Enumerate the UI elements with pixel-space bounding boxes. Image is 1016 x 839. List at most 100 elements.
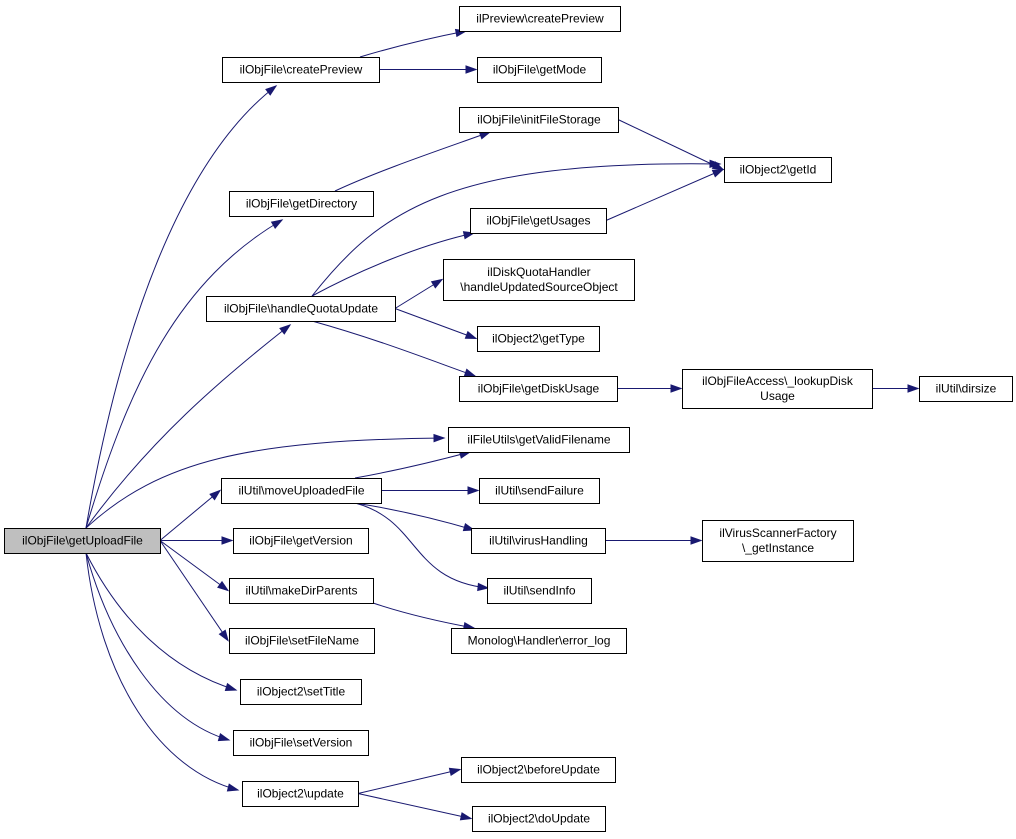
node-initFileStorage[interactable]: ilObjFile\initFileStorage <box>459 107 619 133</box>
edge-moveUploadedFile-to-sendInfo-arrowhead <box>477 582 490 592</box>
node-getVersion[interactable]: ilObjFile\getVersion <box>233 528 369 554</box>
node-label-errorLog: Monolog\Handler\error_log <box>468 634 611 648</box>
node-sendFailure[interactable]: ilUtil\sendFailure <box>479 478 600 504</box>
node-getId[interactable]: ilObject2\getId <box>724 157 832 183</box>
node-label-doUpdate: ilObject2\doUpdate <box>488 812 590 826</box>
node-box-errorLog[interactable] <box>451 628 627 654</box>
edge-getUploadFile-to-update-arrowhead <box>226 783 240 792</box>
edge-update-to-doUpdate-arrowhead <box>459 812 473 821</box>
edge-getUploadFile-to-setTitle <box>85 552 237 691</box>
node-box-doUpdate[interactable] <box>472 806 606 832</box>
node-box-getDiskUsage[interactable] <box>459 376 618 402</box>
edge-getUploadFile-to-moveUploadedFile <box>159 490 221 541</box>
edge-getUploadFile-to-setFileName <box>159 540 229 641</box>
node-box-sendInfo[interactable] <box>487 578 592 604</box>
edge-handleQuotaUpdate-to-handleUpdatedSourceObject-arrowhead <box>430 278 444 289</box>
node-update[interactable]: ilObject2\update <box>242 781 359 807</box>
node-label-dirsize: ilUtil\dirsize <box>936 382 997 396</box>
node-box-previewCreate[interactable] <box>459 6 621 32</box>
node-box-getDirectory[interactable] <box>229 191 374 217</box>
node-label-getUploadFile: ilObjFile\getUploadFile <box>22 534 143 548</box>
edge-getUploadFile-to-handleQuotaUpdate <box>85 324 291 529</box>
node-getUploadFile[interactable]: ilObjFile\getUploadFile <box>4 528 161 554</box>
node-setTitle[interactable]: ilObject2\setTitle <box>240 679 362 705</box>
node-box-initFileStorage[interactable] <box>459 107 619 133</box>
node-getDirectory[interactable]: ilObjFile\getDirectory <box>229 191 374 217</box>
node-label-getType: ilObject2\getType <box>492 332 585 346</box>
edge-lookupDiskUsage-to-dirsize-arrowhead <box>907 384 920 393</box>
node-getDiskUsage[interactable]: ilObjFile\getDiskUsage <box>459 376 618 402</box>
node-beforeUpdate[interactable]: ilObject2\beforeUpdate <box>461 757 616 783</box>
edge-update-to-beforeUpdate-arrowhead <box>448 767 462 776</box>
node-label-virusHandling: ilUtil\virusHandling <box>489 534 588 548</box>
node-label-initFileStorage: ilObjFile\initFileStorage <box>477 113 601 127</box>
node-box-handleQuotaUpdate[interactable] <box>206 296 396 322</box>
node-box-getValidFilename[interactable] <box>448 427 630 453</box>
edge-getUploadFile-to-getValidFilename <box>85 437 445 529</box>
node-handleQuotaUpdate[interactable]: ilObjFile\handleQuotaUpdate <box>206 296 396 322</box>
node-box-getUsages[interactable] <box>470 208 607 234</box>
node-label-getDiskUsage: ilObjFile\getDiskUsage <box>478 382 600 396</box>
node-label-getMode: ilObjFile\getMode <box>493 63 587 77</box>
node-box-dirsize[interactable] <box>919 376 1013 402</box>
edge-createPreview-to-previewCreate <box>359 30 467 58</box>
node-box-setTitle[interactable] <box>240 679 362 705</box>
node-getMode[interactable]: ilObjFile\getMode <box>477 57 602 83</box>
node-getInstance[interactable]: ilVirusScannerFactory\_getInstance <box>702 520 854 562</box>
node-box-moveUploadedFile[interactable] <box>221 478 382 504</box>
node-box-getVersion[interactable] <box>233 528 369 554</box>
node-box-handleUpdatedSourceObject[interactable] <box>443 259 635 301</box>
node-box-beforeUpdate[interactable] <box>461 757 616 783</box>
node-doUpdate[interactable]: ilObject2\doUpdate <box>472 806 606 832</box>
node-getType[interactable]: ilObject2\getType <box>477 326 600 352</box>
node-box-getInstance[interactable] <box>702 520 854 562</box>
edge-getUploadFile-to-update <box>85 552 239 791</box>
edge-handleQuotaUpdate-to-getUsages <box>311 232 475 297</box>
node-box-createPreview[interactable] <box>222 57 380 83</box>
edge-update-to-beforeUpdate <box>357 769 461 794</box>
node-box-sendFailure[interactable] <box>479 478 600 504</box>
node-box-getType[interactable] <box>477 326 600 352</box>
node-virusHandling[interactable]: ilUtil\virusHandling <box>471 528 606 554</box>
node-setVersion[interactable]: ilObjFile\setVersion <box>233 730 369 756</box>
node-box-makeDirParents[interactable] <box>229 578 374 604</box>
node-label-makeDirParents: ilUtil\makeDirParents <box>245 584 357 598</box>
nodes-layer: ilObjFile\getUploadFile ilObjFile\createP… <box>4 6 1013 832</box>
edge-getUploadFile-to-setFileName-arrowhead <box>218 629 229 642</box>
node-createPreview[interactable]: ilObjFile\createPreview <box>222 57 380 83</box>
edge-moveUploadedFile-to-sendFailure-arrowhead <box>467 486 480 495</box>
node-getValidFilename[interactable]: ilFileUtils\getValidFilename <box>448 427 630 453</box>
node-dirsize[interactable]: ilUtil\dirsize <box>919 376 1013 402</box>
edge-handleQuotaUpdate-to-getDiskUsage-arrowhead <box>463 368 477 377</box>
node-box-lookupDiskUsage[interactable] <box>682 369 873 409</box>
node-sendInfo[interactable]: ilUtil\sendInfo <box>487 578 592 604</box>
edge-handleQuotaUpdate-to-getType <box>394 308 477 339</box>
node-handleUpdatedSourceObject[interactable]: ilDiskQuotaHandler\handleUpdatedSourceOb… <box>443 259 635 301</box>
node-box-getUploadFile[interactable] <box>4 528 161 554</box>
node-label-getDirectory: ilObjFile\getDirectory <box>246 197 357 211</box>
edge-getUploadFile-to-handleQuotaUpdate-arrowhead <box>279 324 292 335</box>
node-label-getVersion: ilObjFile\getVersion <box>249 534 352 548</box>
node-previewCreate[interactable]: ilPreview\createPreview <box>459 6 621 32</box>
node-makeDirParents[interactable]: ilUtil\makeDirParents <box>229 578 374 604</box>
node-errorLog[interactable]: Monolog\Handler\error_log <box>451 628 627 654</box>
node-box-virusHandling[interactable] <box>471 528 606 554</box>
node-getUsages[interactable]: ilObjFile\getUsages <box>470 208 607 234</box>
node-box-getMode[interactable] <box>477 57 602 83</box>
node-box-setFileName[interactable] <box>229 628 375 654</box>
node-setFileName[interactable]: ilObjFile\setFileName <box>229 628 375 654</box>
node-box-getId[interactable] <box>724 157 832 183</box>
edges-layer <box>85 28 920 821</box>
node-label-handleQuotaUpdate: ilObjFile\handleQuotaUpdate <box>224 302 378 316</box>
edge-handleQuotaUpdate-to-getType-arrowhead <box>464 330 478 340</box>
node-box-update[interactable] <box>242 781 359 807</box>
node-moveUploadedFile[interactable]: ilUtil\moveUploadedFile <box>221 478 382 504</box>
node-label-getValidFilename: ilFileUtils\getValidFilename <box>467 433 610 447</box>
node-box-setVersion[interactable] <box>233 730 369 756</box>
edge-moveUploadedFile-to-sendInfo <box>354 502 489 589</box>
edge-getUploadFile-to-createPreview <box>85 85 277 529</box>
edge-createPreview-to-getMode-arrowhead <box>465 65 478 74</box>
node-label-handleUpdatedSourceObject: ilDiskQuotaHandler\handleUpdatedSourceOb… <box>460 265 618 294</box>
